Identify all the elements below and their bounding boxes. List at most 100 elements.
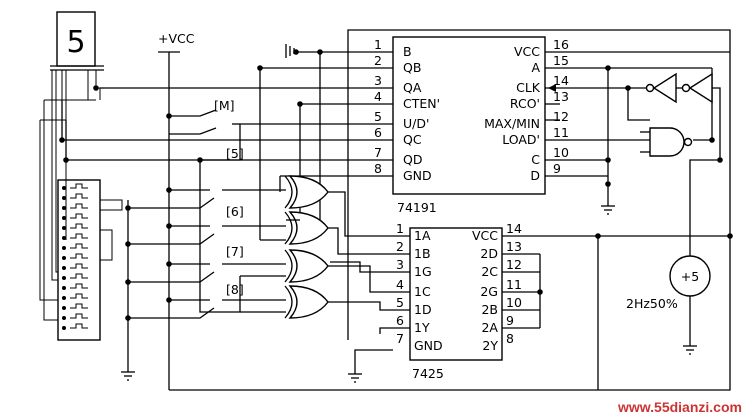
display-wiring bbox=[39, 70, 123, 321]
chip2-left-pin-number: 1 bbox=[396, 221, 404, 236]
segment-pin-dot bbox=[62, 296, 66, 300]
segment-pin-dot bbox=[62, 246, 66, 250]
segment-pin-dot bbox=[62, 236, 66, 240]
chip1-left-pin-label: GND bbox=[403, 168, 432, 183]
chip1-right-pin-number: 15 bbox=[553, 53, 569, 68]
segment-pin-mark bbox=[70, 243, 88, 249]
segment-pin-mark bbox=[70, 233, 88, 239]
chip2-left-pin-label: 1C bbox=[414, 284, 431, 299]
chip2-left-pin-number: 6 bbox=[396, 313, 404, 328]
chip2-right-pin-number: 12 bbox=[506, 257, 522, 272]
chip2-right-pin-label: 2A bbox=[481, 320, 498, 335]
segment-pin-mark bbox=[70, 193, 88, 199]
xor-gates bbox=[284, 175, 410, 334]
segment-pin-mark bbox=[70, 203, 88, 209]
inverter-gates bbox=[627, 72, 721, 160]
switch-network: [M] [5] [6] [7] [8] bbox=[128, 98, 300, 319]
segment-pin-dot bbox=[62, 186, 66, 190]
chip2-name: 7425 bbox=[412, 366, 444, 381]
chip1-right-pin-number: 9 bbox=[553, 161, 561, 176]
nand-gate bbox=[640, 127, 693, 157]
chip1-right-pin-number: 12 bbox=[553, 109, 569, 124]
chip1-left-pin-label: QA bbox=[403, 80, 422, 95]
segment-pin-mark bbox=[70, 313, 88, 319]
segment-pin-mark bbox=[70, 303, 88, 309]
chip1-left-pin-label: B bbox=[403, 44, 412, 59]
chip1-left-pin-label: QD bbox=[403, 152, 422, 167]
chip1-right-pin-label: VCC bbox=[514, 44, 540, 59]
segment-pin-mark bbox=[70, 213, 88, 219]
chip2-right-pin-label: 2C bbox=[481, 264, 498, 279]
segment-pin-mark bbox=[70, 273, 88, 279]
chip2-left-pin-label: 1D bbox=[414, 302, 432, 317]
clock-source: +5 2Hz50% bbox=[626, 159, 720, 311]
chip2-right-pin-number: 13 bbox=[506, 239, 522, 254]
chip1-left-pin-number: 2 bbox=[374, 53, 382, 68]
chip1-right-pin-label: RCO' bbox=[510, 96, 540, 111]
chip2-left-pin-number: 3 bbox=[396, 257, 404, 272]
segment-pin-dot bbox=[62, 276, 66, 280]
chip1-right-pin-label: A bbox=[531, 60, 540, 75]
chip2-right-pin-number: 11 bbox=[506, 277, 522, 292]
segment-pin-dot bbox=[62, 216, 66, 220]
chip1-right-pin-number: 14 bbox=[553, 73, 569, 88]
chip1-right-pin-label: LOAD' bbox=[502, 132, 540, 147]
segment-pin-mark bbox=[70, 223, 88, 229]
junction-dots bbox=[59, 49, 733, 321]
chip2-left-pin-label: 1G bbox=[414, 264, 432, 279]
watermark: www.55dianzi.com bbox=[617, 399, 742, 415]
chip1-left-pin-number: 8 bbox=[374, 161, 382, 176]
chip2-right-pin-label: 2B bbox=[481, 302, 498, 317]
chip1-right-pin-number: 10 bbox=[553, 145, 569, 160]
segment-pin-dot bbox=[62, 266, 66, 270]
counter-right-wiring bbox=[545, 51, 730, 184]
segment-pin-mark bbox=[70, 263, 88, 269]
segment-pin-mark bbox=[70, 293, 88, 299]
chip1-right-pin-number: 11 bbox=[553, 125, 569, 140]
switch-label-m: [M] bbox=[214, 98, 235, 113]
chip1-left-pin-number: 3 bbox=[374, 73, 382, 88]
chip2-left-pin-label: 1Y bbox=[414, 320, 430, 335]
chip1-right-pin-label: C bbox=[531, 152, 540, 167]
segment-pin-mark bbox=[70, 253, 88, 259]
chip1-name: 74191 bbox=[397, 200, 437, 215]
display-digit: 5 bbox=[66, 25, 85, 60]
source-label: +5 bbox=[681, 269, 699, 284]
segment-pin-mark bbox=[70, 323, 88, 329]
segment-pin-dot bbox=[62, 226, 66, 230]
segment-pin-dot bbox=[62, 306, 66, 310]
chip2-left-pin-number: 7 bbox=[396, 331, 404, 346]
chip2-right-pin-number: 9 bbox=[506, 313, 514, 328]
chip1-right-pin-label: D bbox=[530, 168, 540, 183]
chip2-right-pin-label: VCC bbox=[472, 228, 498, 243]
segment-pin-mark bbox=[70, 183, 88, 189]
chip2-left-pin-label: GND bbox=[414, 338, 443, 353]
chip2-right-pin-number: 10 bbox=[506, 295, 522, 310]
chip2-left-pin-label: 1A bbox=[414, 228, 431, 243]
chip2-right-pin-label: 2D bbox=[480, 246, 498, 261]
chip1-right-pin-label: CLK bbox=[516, 80, 541, 95]
chip2-left-pin-number: 2 bbox=[396, 239, 404, 254]
ground-symbols bbox=[121, 44, 697, 383]
segment-pin-dot bbox=[62, 286, 66, 290]
chip1-left-pin-number: 5 bbox=[374, 109, 382, 124]
seven-segment-display: 5 bbox=[50, 11, 104, 71]
chip2-left-pin-number: 4 bbox=[396, 277, 404, 292]
chip2-left-pin-label: 1B bbox=[414, 246, 431, 261]
switch-label-5: [5] bbox=[226, 146, 244, 161]
counter-left-wiring bbox=[61, 51, 393, 240]
chip1-left-pin-number: 1 bbox=[374, 37, 382, 52]
chip2-right-pin-number: 8 bbox=[506, 331, 514, 346]
vcc-rail: +VCC bbox=[158, 29, 731, 391]
chip2-right-pin-number: 14 bbox=[506, 221, 522, 236]
chip1-right-pin-number: 13 bbox=[553, 89, 569, 104]
chip1-right-pin-label: MAX/MIN bbox=[484, 116, 540, 131]
clock-label: 2Hz50% bbox=[626, 296, 678, 311]
chip1-right-pin-number: 16 bbox=[553, 37, 569, 52]
chip1-left-pin-label: QC bbox=[403, 132, 422, 147]
chip1-left-pin-label: QB bbox=[403, 60, 421, 75]
segment-pin-dot bbox=[62, 206, 66, 210]
chip1-left-pin-number: 4 bbox=[374, 89, 382, 104]
